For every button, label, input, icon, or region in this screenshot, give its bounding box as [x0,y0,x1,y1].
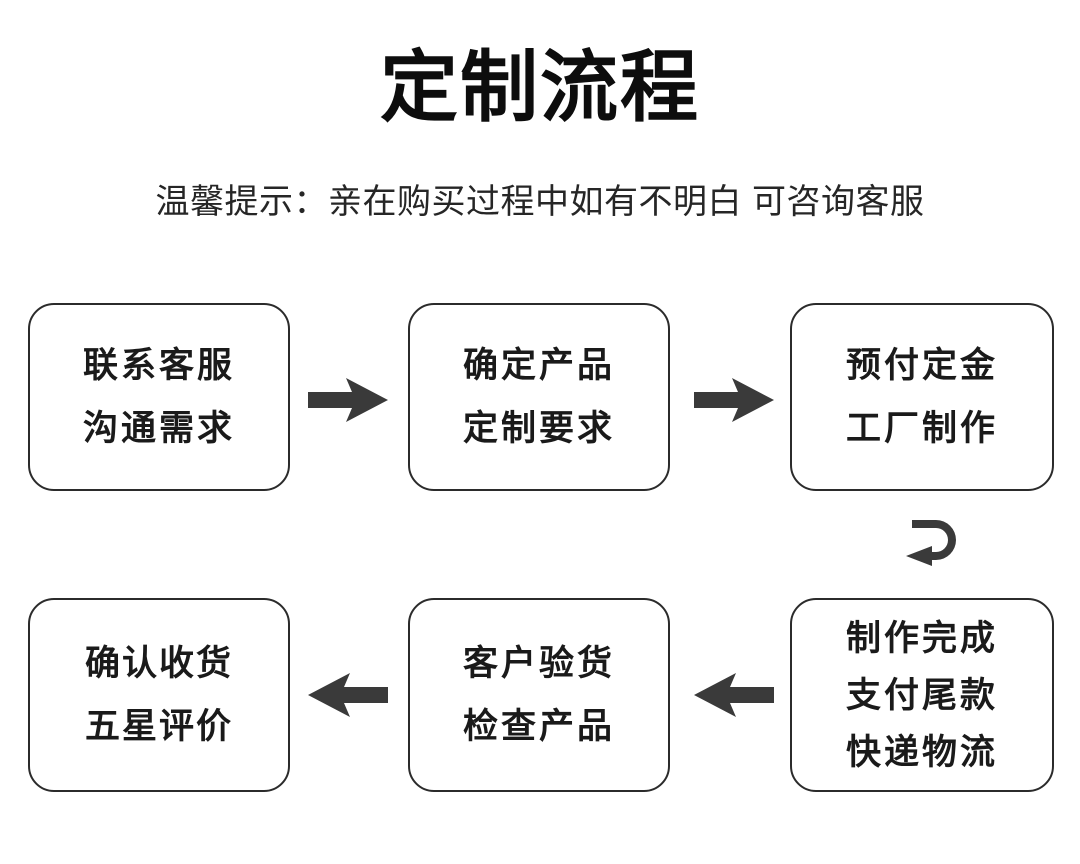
flow-step-prepay-deposit[interactable]: 预付定金 工厂制作 [790,303,1054,491]
step-line: 沟通需求 [82,409,235,448]
flow-step-confirm-receipt[interactable]: 确认收货 五星评价 [28,598,290,792]
step-line: 客户验货 [462,644,615,683]
arrow-uturn-down-left-icon [902,510,964,574]
arrow-left-icon [692,671,776,719]
step-line: 支付尾款 [845,675,998,715]
page-subtitle-tip: 温馨提示：亲在购买过程中如有不明白 可咨询客服 [155,183,925,221]
flow-step-contact-service[interactable]: 联系客服 沟通需求 [28,303,290,491]
step-line: 五星评价 [84,707,233,746]
step-line: 确认收货 [84,644,233,683]
flow-step-production-complete[interactable]: 制作完成 支付尾款 快递物流 [790,598,1054,792]
arrow-left-icon [306,671,390,719]
step-line: 工厂制作 [845,409,998,448]
step-line: 检查产品 [462,707,615,746]
step-line: 快递物流 [845,732,998,772]
step-line: 制作完成 [845,618,998,658]
step-line: 确定产品 [462,346,615,385]
arrow-right-icon [306,376,390,424]
flow-step-confirm-product[interactable]: 确定产品 定制要求 [408,303,670,491]
step-line: 联系客服 [82,346,235,385]
page-title: 定制流程 [379,43,700,131]
step-line: 预付定金 [845,346,998,385]
step-line: 定制要求 [462,409,615,448]
flow-step-customer-inspection[interactable]: 客户验货 检查产品 [408,598,670,792]
arrow-right-icon [692,376,776,424]
